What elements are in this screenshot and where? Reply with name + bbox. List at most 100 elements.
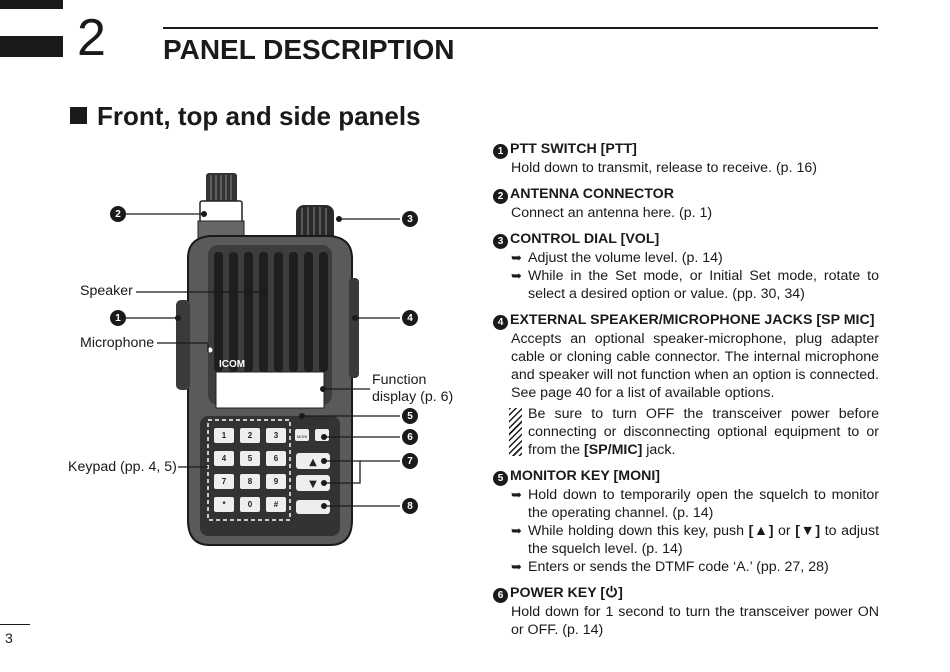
callout-8: 8 <box>402 498 418 514</box>
control-dial <box>296 205 334 243</box>
moni-key <box>295 429 309 441</box>
speaker-grille <box>208 245 332 405</box>
item-title: ANTENNA CONNECTOR <box>510 186 674 202</box>
section-title-text: Front, top and side panels <box>97 101 421 131</box>
item-title: PTT SWITCH [PTT] <box>510 141 637 157</box>
chapter-bar-bottom <box>0 36 63 57</box>
item-title: MONITOR KEY [MONI] <box>510 468 661 484</box>
bullet-item: ➥While holding down this key, push [▲] o… <box>493 522 879 558</box>
up-arrow-icon: ▲ <box>309 457 317 468</box>
bullet-item: ➥ While in the Set mode, or Initial Set m… <box>493 267 879 303</box>
item-title: CONTROL DIAL [VOL] <box>510 231 660 247</box>
item-number: 5 <box>493 471 508 486</box>
item-body: Connect an antenna here. (p. 1) <box>511 205 713 221</box>
ptt-key <box>296 500 330 514</box>
keypad-key <box>240 474 260 489</box>
keypad-key-label: 9 <box>274 477 279 486</box>
callout-6: 6 <box>402 429 418 445</box>
callout-7: 7 <box>402 453 418 469</box>
label-speaker: Speaker <box>80 283 133 299</box>
callout-1: 1 <box>110 310 126 326</box>
function-display <box>215 371 325 409</box>
keypad-key <box>240 428 260 443</box>
keypad-key <box>214 497 234 512</box>
leader-lines <box>126 213 400 507</box>
item-body: Hold down for 1 second to turn the trans… <box>511 604 879 638</box>
ptt-switch <box>176 300 190 390</box>
keypad-key <box>214 451 234 466</box>
keypad-key <box>266 474 286 489</box>
bullet-text: While in the Set mode, or Initial Set mo… <box>528 268 879 302</box>
bullet-text-end: to adjust the squelch level. (p. 14) <box>528 523 880 557</box>
arrow-bullet-icon: ➥ <box>511 523 522 538</box>
item-title-end: ] <box>618 585 623 601</box>
label-function-display-2: display (p. 6) <box>372 389 454 405</box>
keypad-key-label: 7 <box>222 477 227 486</box>
item-title: POWER KEY [ <box>510 585 606 601</box>
chapter-bar-top <box>0 0 63 9</box>
callout-5: 5 <box>402 408 418 424</box>
item-number: 6 <box>493 588 508 603</box>
callout-3: 3 <box>402 211 418 227</box>
section-title: Front, top and side panels <box>70 101 421 131</box>
keypad-key-label: * <box>222 500 226 509</box>
arrow-bullet-icon: ➥ <box>511 268 522 283</box>
item-body: Accepts an optional speaker-microphone, … <box>511 331 879 401</box>
keypad-key <box>214 428 234 443</box>
keypad-key <box>266 428 286 443</box>
label-function-display-1: Function <box>372 372 427 388</box>
keypad-key <box>240 451 260 466</box>
caution-hatch-icon <box>509 408 522 456</box>
mic-hole <box>207 347 213 353</box>
page-number: 3 <box>5 630 13 646</box>
side-jack-cover <box>349 278 359 378</box>
keypad-key-label: 0 <box>248 500 253 509</box>
moni-key-label: MONI <box>297 434 307 439</box>
keypad-key-label: 3 <box>274 431 279 440</box>
callout-2: 2 <box>110 206 126 222</box>
caution-note: Be sure to turn OFF the transceiver powe… <box>493 405 879 459</box>
note-bold: [SP/MIC] <box>583 442 643 458</box>
item-number: 1 <box>493 144 508 159</box>
keypad-key <box>266 497 286 512</box>
bullet-text: Adjust the volume level. (p. 14) <box>528 250 723 266</box>
antenna-connector <box>199 200 243 224</box>
keypad-key-label: # <box>274 500 279 509</box>
label-microphone: Microphone <box>80 335 155 351</box>
keypad-key-label: 2 <box>248 431 253 440</box>
keypad-key-label: 8 <box>248 477 253 486</box>
page-number-rule <box>0 624 30 625</box>
keypad-key-label: 6 <box>274 454 279 463</box>
note-text: Be sure to turn OFF the transceiver powe… <box>528 406 879 458</box>
bullet-text-mid: or <box>773 523 796 539</box>
keypad-key <box>240 497 260 512</box>
key-down-ref: [▼] <box>795 523 821 539</box>
bullet-text: Enters or sends the DTMF code ‘A.’ (pp. … <box>528 559 829 575</box>
key-up-ref: [▲] <box>748 523 774 539</box>
item-number: 3 <box>493 234 508 249</box>
arrow-bullet-icon: ➥ <box>511 250 522 265</box>
down-arrow-icon: ▼ <box>309 479 317 490</box>
square-bullet-icon <box>70 107 87 124</box>
item-number: 2 <box>493 189 508 204</box>
bullet-item: ➥Enters or sends the DTMF code ‘A.’ (pp.… <box>493 558 879 576</box>
keypad-key <box>214 474 234 489</box>
brand-logo: ICOM <box>219 359 245 370</box>
up-key <box>296 453 330 469</box>
callout-4: 4 <box>402 310 418 326</box>
keypad-key-label: 5 <box>248 454 253 463</box>
label-keypad: Keypad (pp. 4, 5) <box>68 459 177 475</box>
chapter-rule <box>163 27 878 29</box>
